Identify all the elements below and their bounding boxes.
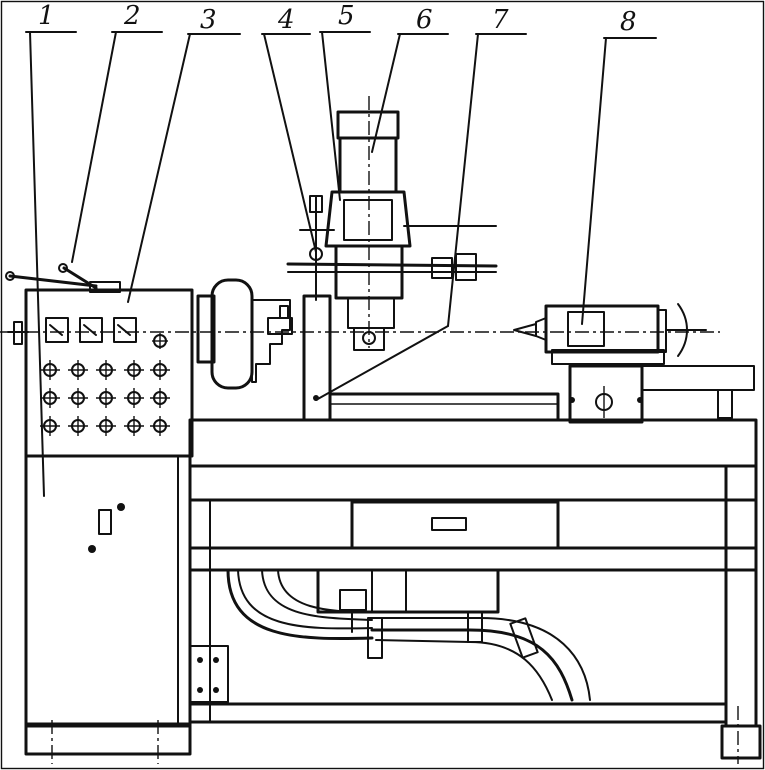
leader-2 [71, 31, 117, 263]
panel-switch [68, 360, 88, 380]
lower-rail [188, 546, 758, 572]
callout-6: 6 [416, 5, 433, 35]
switch-grid [40, 360, 170, 436]
tailstock-base [568, 364, 644, 424]
drawer [350, 500, 560, 550]
meter-2 [79, 317, 103, 343]
callout-1: 1 [38, 1, 55, 31]
tailstock-handwheel [677, 303, 688, 357]
callout-2: 2 [123, 1, 141, 31]
panel-switch [40, 360, 60, 380]
panel-switch [40, 388, 60, 408]
panel-switch [96, 360, 116, 380]
meter-1 [45, 317, 69, 343]
guide-rail [328, 392, 560, 422]
bed-top [188, 418, 758, 468]
leader-3 [127, 33, 191, 303]
meters [45, 317, 137, 343]
motor-cap [336, 110, 400, 140]
panel-switch [40, 416, 60, 436]
leader-4 [263, 33, 317, 253]
panel-switch [96, 416, 116, 436]
feed-knob-1 [431, 257, 453, 279]
chuck-jaws [251, 299, 291, 383]
cabinet-door-handle [98, 509, 112, 535]
panel-switch [68, 416, 88, 436]
leader-7a [447, 33, 479, 327]
hoses [226, 568, 591, 702]
leader-6 [371, 33, 401, 153]
control-cabinet [5, 263, 194, 756]
panel-switch [68, 388, 88, 408]
callout-3: 3 [200, 5, 217, 35]
headstock [196, 278, 293, 390]
panel-lever [5, 263, 121, 293]
callout-7: 7 [492, 5, 509, 35]
callout-labels: 1 2 3 4 5 6 7 8 [38, 1, 637, 37]
callout-4: 4 [277, 5, 295, 35]
panel-switch [150, 416, 170, 436]
mount-bracket [189, 645, 229, 703]
column-7 [302, 294, 332, 422]
right-foot [720, 724, 762, 760]
electrical-cabinet [24, 454, 192, 728]
leader-7b [315, 325, 449, 401]
callout-5: 5 [338, 1, 355, 31]
callout-8: 8 [620, 7, 637, 37]
meter-3 [113, 317, 137, 343]
leader-8 [581, 37, 607, 325]
spindle-flange [196, 294, 216, 364]
panel-switch [150, 388, 170, 408]
panel-switch [96, 388, 116, 408]
drawer-handle [431, 517, 467, 531]
right-leg [724, 464, 758, 728]
bottom-rail [188, 702, 728, 724]
panel-switch [124, 388, 144, 408]
panel-switch [124, 360, 144, 380]
panel-switch [150, 360, 170, 380]
left-leg [189, 499, 211, 723]
chuck-body [210, 278, 254, 390]
hose-clamp-1 [367, 617, 383, 659]
spindle-housing-5 [324, 190, 412, 248]
motor-unit [316, 568, 500, 614]
spindle-motor-6 [338, 136, 398, 194]
tailstock [513, 303, 755, 424]
carriage-column [302, 294, 560, 422]
leader-5 [321, 31, 341, 201]
hose-clamp-3 [509, 617, 539, 659]
feed-knob-2 [455, 253, 477, 281]
cabinet-base [24, 722, 192, 756]
panel-switch [124, 416, 144, 436]
bed-rail [188, 464, 758, 502]
milling-head [286, 96, 498, 351]
leader-1 [29, 31, 45, 497]
hose-clamp-2 [467, 611, 483, 643]
tailstock-center [513, 323, 537, 337]
